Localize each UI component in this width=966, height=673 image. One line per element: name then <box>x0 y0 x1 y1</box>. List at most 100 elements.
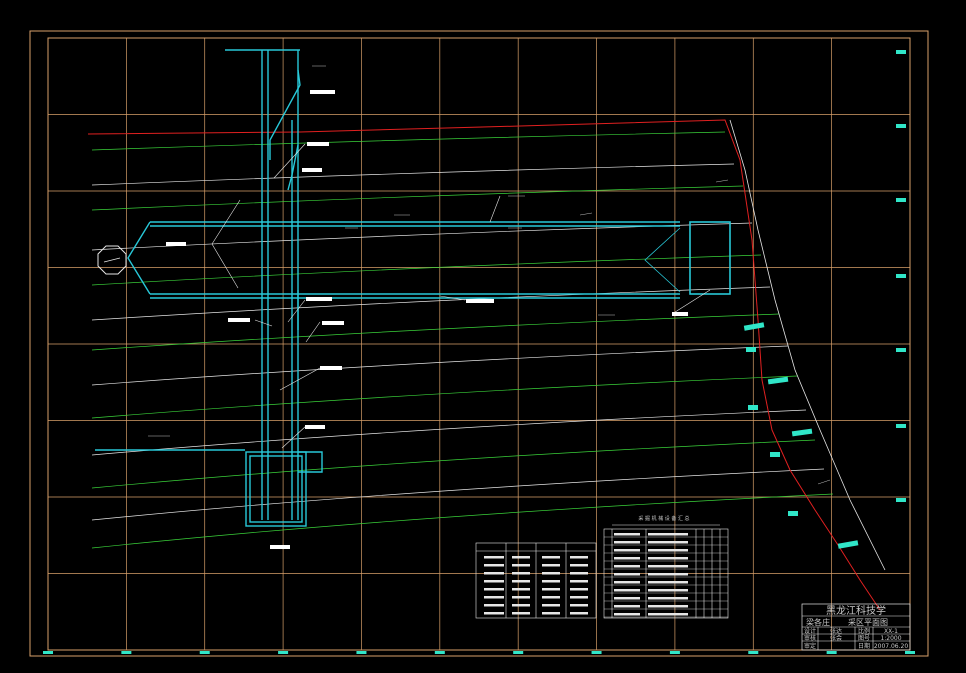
equipment-cell <box>648 565 688 568</box>
equipment-cell <box>614 565 640 568</box>
grid-tick <box>199 651 210 654</box>
equipment-cell <box>648 549 688 552</box>
legend-cell <box>542 604 560 607</box>
checker-name: 张会 <box>830 634 842 642</box>
legend-cell <box>484 556 504 559</box>
coordinate-grid <box>48 38 910 650</box>
legend-cell <box>570 596 588 599</box>
equipment-table <box>603 528 729 619</box>
equipment-table-title: 采 掘 机 械 设 备 汇 总 <box>638 515 689 522</box>
contour-line <box>91 468 825 521</box>
contour-line <box>91 131 726 151</box>
equipment-cell <box>614 613 640 616</box>
roadway-network <box>95 49 680 527</box>
grid-tick <box>356 651 367 654</box>
legend-cell <box>570 580 588 583</box>
equipment-cell <box>648 573 688 576</box>
equipment-cell <box>614 533 640 536</box>
designer-name: 张达 <box>830 627 842 635</box>
equipment-cell <box>614 605 640 608</box>
coal-seam-contours <box>91 131 834 549</box>
legend-cell <box>570 564 588 567</box>
legend-cell <box>484 612 504 615</box>
drawing-no-label: 图号 <box>858 635 870 642</box>
grid-tick <box>905 651 915 654</box>
legend-cell <box>542 596 560 599</box>
legend-cell <box>512 612 530 615</box>
legend-rows <box>484 556 588 615</box>
elevation-tags <box>743 50 906 549</box>
legend-cell <box>512 588 530 591</box>
legend-cell <box>484 588 504 591</box>
drawing-labels <box>166 90 688 549</box>
contour-line <box>91 375 798 419</box>
legend-cell <box>484 564 504 567</box>
grid-tick <box>43 651 53 654</box>
equipment-cell <box>648 613 688 616</box>
equipment-cell <box>648 581 688 584</box>
legend-cell <box>484 596 504 599</box>
grid-tick <box>278 651 289 654</box>
fault-line <box>729 119 886 571</box>
equipment-cell <box>648 605 688 608</box>
legend-cell <box>542 556 560 559</box>
legend-cell <box>542 612 560 615</box>
legend-cell <box>542 564 560 567</box>
legend-cell <box>542 588 560 591</box>
grid-tick <box>434 651 445 654</box>
drawing-no-value: XX-1 <box>884 628 898 635</box>
scale-value: 1:2000 <box>880 635 901 642</box>
equipment-cell <box>648 589 688 592</box>
approve-label: 审定 <box>804 642 816 650</box>
legend-cell <box>542 572 560 575</box>
open-off-cut <box>689 221 731 295</box>
small-annotations <box>148 65 831 485</box>
equipment-cell <box>614 597 640 600</box>
legend-cell <box>512 572 530 575</box>
leader-lines <box>211 143 711 449</box>
legend-cell <box>570 572 588 575</box>
working-face-marker <box>644 227 681 293</box>
legend-cell <box>512 596 530 599</box>
date-value: 2007.06.20 <box>874 643 909 650</box>
contour-line <box>91 409 807 456</box>
equipment-cell <box>614 581 640 584</box>
legend-table <box>475 542 597 619</box>
equipment-cell <box>614 549 640 552</box>
legend-cell <box>570 604 588 607</box>
contour-line <box>91 185 744 211</box>
legend-cell <box>512 564 530 567</box>
equipment-cell <box>614 589 640 592</box>
grid-tick <box>513 651 524 654</box>
grid-tick <box>826 651 837 654</box>
title-block <box>801 603 911 651</box>
contour-line <box>91 345 789 386</box>
contour-line <box>91 493 834 549</box>
contour-line <box>91 222 753 251</box>
legend-cell <box>512 580 530 583</box>
grid-tick <box>121 651 132 654</box>
contour-line <box>91 439 816 489</box>
equipment-cell <box>648 557 688 560</box>
grid-tick <box>669 651 680 654</box>
legend-cell <box>484 572 504 575</box>
legend-cell <box>542 580 560 583</box>
legend-cell <box>512 556 530 559</box>
designer-label: 设计 <box>804 627 816 635</box>
legend-cell <box>484 604 504 607</box>
equipment-rows <box>604 533 728 618</box>
title-block-drawing-name: 采区平面图 <box>848 617 888 627</box>
equipment-cell <box>648 533 688 536</box>
legend-cell <box>570 612 588 615</box>
legend-cell <box>570 556 588 559</box>
equipment-cell <box>614 541 640 544</box>
contour-line <box>91 286 771 321</box>
grid-tick-markers <box>43 651 915 654</box>
grid-tick <box>591 651 602 654</box>
contour-line <box>91 163 735 186</box>
equipment-cell <box>648 541 688 544</box>
contour-line <box>91 254 762 286</box>
title-block-school: 黑龙江科技学 <box>826 604 886 617</box>
equipment-cell <box>614 573 640 576</box>
